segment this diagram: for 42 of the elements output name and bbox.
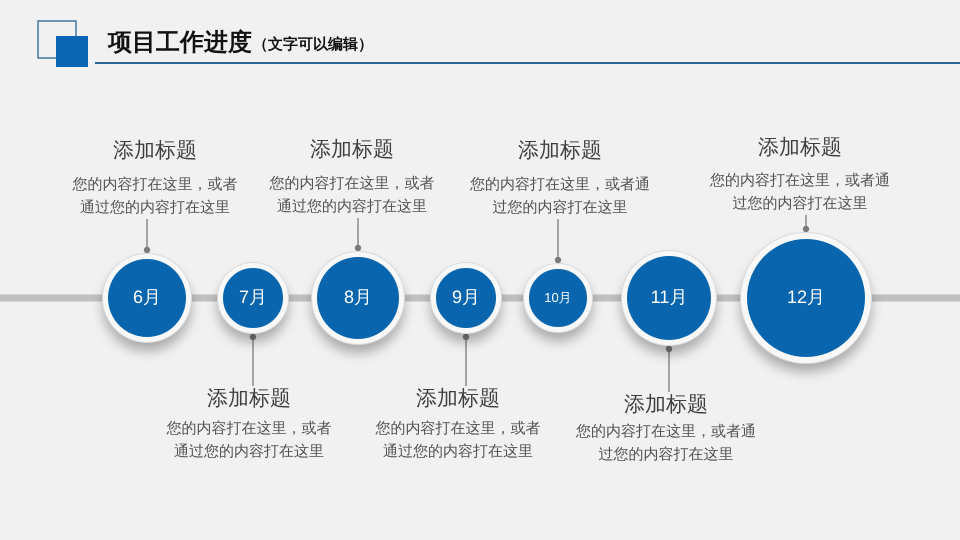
month-label: 8月 xyxy=(344,287,372,309)
step-heading: 添加标题 xyxy=(207,386,291,412)
month-circle xyxy=(218,263,288,333)
leader-line xyxy=(462,334,470,386)
month-label: 10月 xyxy=(544,290,572,306)
step-description: 您的内容打在这里，或者通过您的内容打在这里 xyxy=(72,175,238,218)
title-note: （文字可以编辑） xyxy=(253,36,373,54)
timeline-track xyxy=(288,294,312,302)
leader-line xyxy=(802,215,810,232)
timeline-track xyxy=(191,294,218,302)
month-circle xyxy=(103,254,191,342)
month-label: 12月 xyxy=(786,287,826,309)
step-description: 您的内容打在这里，或者通过您的内容打在这里 xyxy=(709,171,891,214)
step-heading: 添加标题 xyxy=(758,135,842,161)
month-circle xyxy=(431,263,501,333)
timeline-track xyxy=(404,294,431,302)
month-label: 7月 xyxy=(238,287,267,309)
step-description: 您的内容打在这里，或者通过您的内容打在这里 xyxy=(374,419,542,462)
leader-line xyxy=(666,346,672,392)
page-title: 项目工作进度 xyxy=(108,29,252,57)
leader-line xyxy=(144,219,150,254)
timeline-track xyxy=(716,294,741,302)
step-heading: 添加标题 xyxy=(518,138,602,164)
step-heading: 添加标题 xyxy=(624,392,708,418)
leader-line xyxy=(554,219,562,264)
month-circle xyxy=(622,251,716,345)
step-description: 您的内容打在这里，或者通过您的内容打在这里 xyxy=(268,174,436,217)
timeline-track xyxy=(592,294,622,302)
month-label: 6月 xyxy=(132,287,161,309)
month-label: 9月 xyxy=(452,287,480,309)
leader-line xyxy=(354,218,362,252)
month-circle xyxy=(524,264,592,332)
step-heading: 添加标题 xyxy=(113,138,197,164)
step-heading: 添加标题 xyxy=(416,386,500,412)
month-label: 11月 xyxy=(650,287,688,309)
step-heading: 添加标题 xyxy=(310,137,394,163)
step-description: 您的内容打在这里，或者通过您的内容打在这里 xyxy=(166,419,332,462)
step-description: 您的内容打在这里，或者通过您的内容打在这里 xyxy=(575,422,757,465)
leader-line xyxy=(250,334,256,386)
month-circle xyxy=(312,252,404,344)
step-description: 您的内容打在这里，或者通过您的内容打在这里 xyxy=(469,175,651,218)
timeline-track xyxy=(501,294,524,302)
